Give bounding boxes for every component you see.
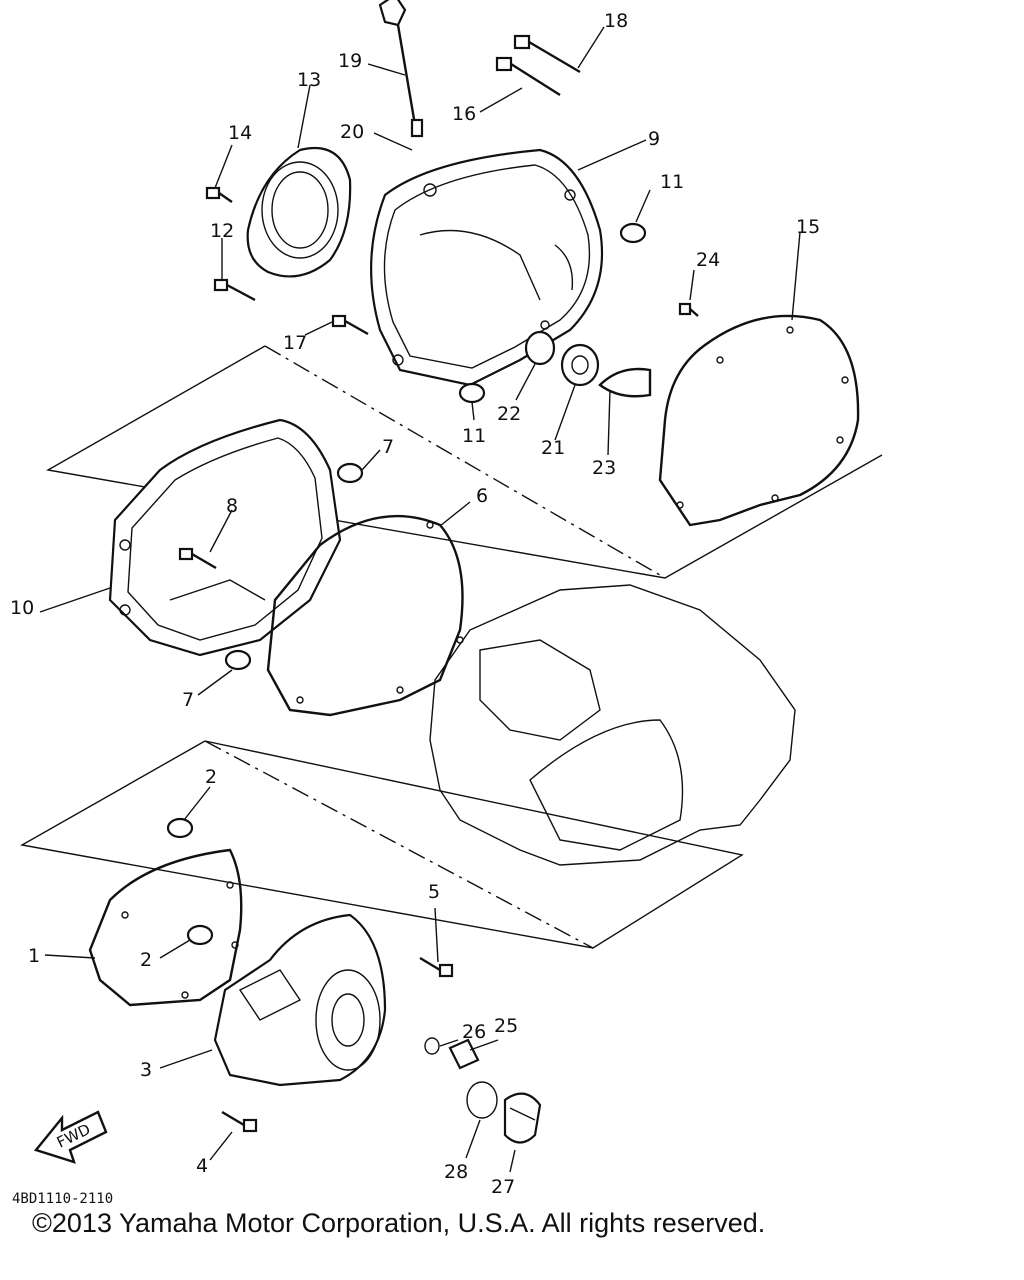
cover-gasket-6 [266,514,464,717]
copyright-notice: ©2013 Yamaha Motor Corporation, U.S.A. A… [32,1208,766,1238]
clutch-cover-10 [108,418,342,657]
callout-10: 10 [10,597,34,619]
callout-2-top: 2 [205,766,217,788]
callout-23: 23 [592,457,616,479]
plugs-25-27-orings-26-28 [424,1037,542,1144]
bolts-4-5 [221,956,454,1133]
oil-level-gauge-19 [378,0,424,138]
generator-cover-gasket-1 [88,848,243,1007]
callout-1: 1 [28,945,40,967]
section-frame-lower [19,740,744,949]
callout-13: 13 [297,69,321,91]
leader-lines [39,26,801,1173]
callout-14: 14 [228,122,252,144]
callout-21: 21 [541,437,565,459]
callout-26: 26 [462,1021,486,1043]
callout-2-mid: 2 [140,949,152,971]
dowels-seals-bearing [458,222,652,404]
callout-28: 28 [444,1161,468,1183]
callout-17: 17 [283,332,307,354]
callout-7-bottom: 7 [182,689,194,711]
callout-9: 9 [648,128,660,150]
callout-5: 5 [428,881,440,903]
callout-11-mid: 11 [462,425,486,447]
right-crankcase-cover [370,148,604,387]
drawing-code: 4BD1110-2110 [12,1191,113,1207]
cover-plate-13 [246,146,352,278]
crankcase-outline [429,584,796,866]
callout-7-top: 7 [382,436,394,458]
callout-24: 24 [696,249,720,271]
callout-18: 18 [604,10,628,32]
crankcase-cover-gasket-15 [658,314,860,527]
dowels-7-bolt-8 [178,462,364,671]
callout-15: 15 [796,216,820,238]
callout-25: 25 [494,1015,518,1037]
generator-cover-3 [213,913,387,1087]
callout-8: 8 [226,495,238,517]
callout-12: 12 [210,220,234,242]
dowels-2 [166,817,214,946]
callout-numbers: 18 19 13 16 20 14 9 11 15 12 24 17 22 11… [10,10,820,1198]
bolts-12-14-17 [205,186,699,336]
fwd-label: FWD [54,1120,93,1152]
callout-27: 27 [491,1176,515,1198]
callout-3: 3 [140,1059,152,1081]
callout-4: 4 [196,1155,208,1177]
callout-19: 19 [338,50,362,72]
callout-16: 16 [452,103,476,125]
callout-20: 20 [340,121,364,143]
callout-11-top: 11 [660,171,684,193]
bolts-16-18 [495,34,581,97]
fwd-arrow-icon: FWD [33,1110,108,1164]
callout-22: 22 [497,403,521,425]
callout-6: 6 [476,485,488,507]
